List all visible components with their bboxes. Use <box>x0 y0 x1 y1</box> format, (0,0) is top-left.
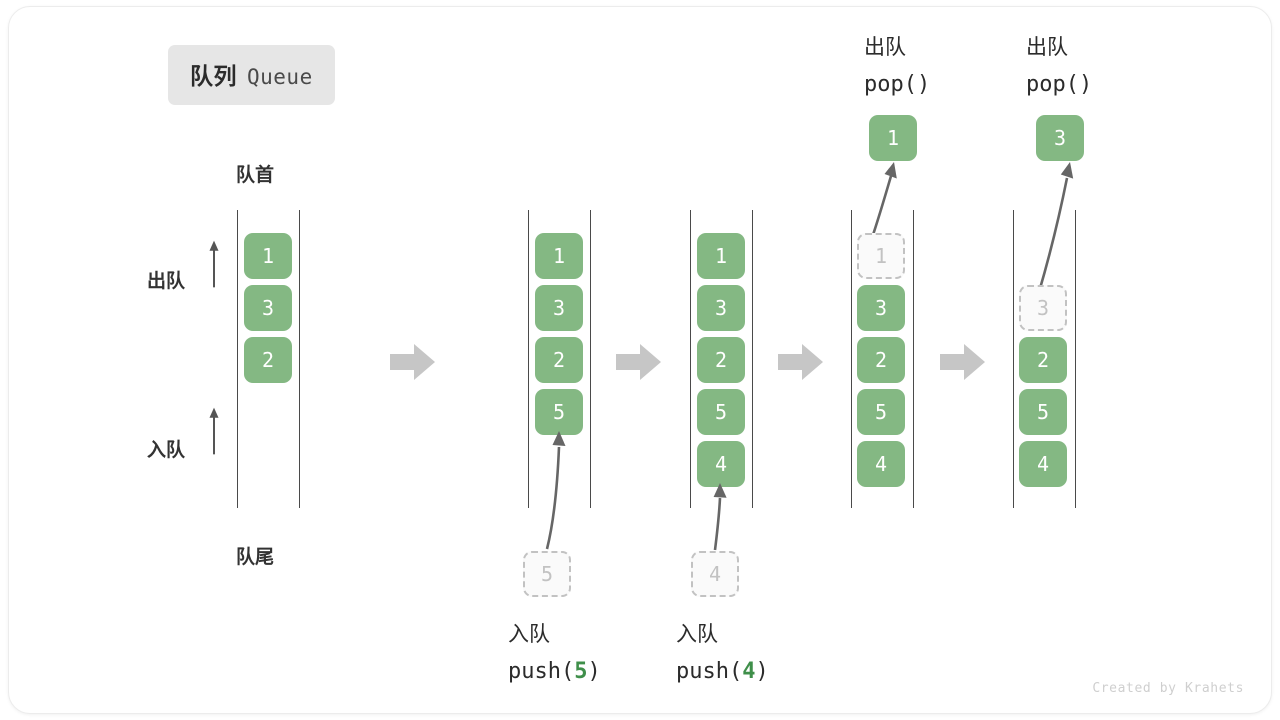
push-5-caption: 入队 push(5) <box>508 615 601 691</box>
incoming-element-ghost: 5 <box>523 551 571 597</box>
title-chinese: 队列 <box>190 64 237 90</box>
queue-cell: 4 <box>697 441 745 487</box>
queue-cell: 4 <box>1019 441 1067 487</box>
step-arrow-icon <box>616 344 661 380</box>
queue-rail-right-c1 <box>299 210 300 508</box>
enqueue-direction-label: 入队 <box>147 439 186 461</box>
queue-cell: 5 <box>535 389 583 435</box>
queue-cell: 5 <box>697 389 745 435</box>
push-5-caption-cn: 入队 <box>508 622 550 646</box>
pop-arrow-icon <box>1037 162 1074 293</box>
enqueue-direction-arrow-icon <box>209 407 219 455</box>
queue-cell: 2 <box>857 337 905 383</box>
push-5-caption-code: push(5) <box>508 659 601 684</box>
queue-rail-left-c5 <box>1013 210 1014 508</box>
push-arrow-icon <box>545 431 566 550</box>
popped-element: 1 <box>869 115 917 161</box>
diagram-title-chip: 队列 Queue <box>168 45 335 105</box>
push-4-caption-cn: 入队 <box>676 622 718 646</box>
pop-3-caption-cn: 出队 <box>1026 35 1068 59</box>
queue-head-label: 队首 <box>236 164 275 186</box>
queue-cell: 2 <box>244 337 292 383</box>
queue-cell: 5 <box>857 389 905 435</box>
pop-3-caption: 出队 pop() <box>1026 28 1092 104</box>
queue-cell: 1 <box>244 233 292 279</box>
dequeue-direction-arrow-icon <box>209 240 219 288</box>
step-arrow-icon <box>940 344 985 380</box>
push-4-caption: 入队 push(4) <box>676 615 769 691</box>
queue-rail-right-c4 <box>913 210 914 508</box>
queue-rail-left-c2 <box>528 210 529 508</box>
queue-cell: 5 <box>1019 389 1067 435</box>
removed-element-ghost: 1 <box>857 233 905 279</box>
queue-rail-right-c5 <box>1075 210 1076 508</box>
pop-1-caption: 出队 pop() <box>864 28 930 104</box>
queue-rail-right-c2 <box>590 210 591 508</box>
queue-cell: 3 <box>244 285 292 331</box>
queue-cell: 2 <box>1019 337 1067 383</box>
queue-rail-left-c3 <box>690 210 691 508</box>
pop-arrow-icon <box>870 162 897 239</box>
pop-1-caption-code: pop() <box>864 72 931 97</box>
queue-cell: 2 <box>697 337 745 383</box>
queue-cell: 1 <box>535 233 583 279</box>
queue-tail-label: 队尾 <box>236 546 275 568</box>
dequeue-direction-label: 出队 <box>147 270 186 292</box>
queue-cell: 1 <box>697 233 745 279</box>
queue-cell: 3 <box>535 285 583 331</box>
incoming-element-ghost: 4 <box>691 551 739 597</box>
push-arrow-icon <box>713 483 727 551</box>
push-4-caption-code: push(4) <box>676 659 769 684</box>
step-arrow-icon <box>390 344 435 380</box>
queue-cell: 3 <box>697 285 745 331</box>
queue-rail-left-c4 <box>851 210 852 508</box>
queue-cell: 4 <box>857 441 905 487</box>
queue-cell: 2 <box>535 337 583 383</box>
title-english: Queue <box>247 65 313 89</box>
removed-element-ghost: 3 <box>1019 285 1067 331</box>
pop-3-caption-code: pop() <box>1026 72 1093 97</box>
watermark-credit: Created by Krahets <box>1092 681 1244 696</box>
step-arrow-icon <box>778 344 823 380</box>
popped-element: 3 <box>1036 115 1084 161</box>
queue-rail-right-c3 <box>752 210 753 508</box>
queue-cell: 3 <box>857 285 905 331</box>
pop-1-caption-cn: 出队 <box>864 35 906 59</box>
queue-rail-left-c1 <box>237 210 238 508</box>
